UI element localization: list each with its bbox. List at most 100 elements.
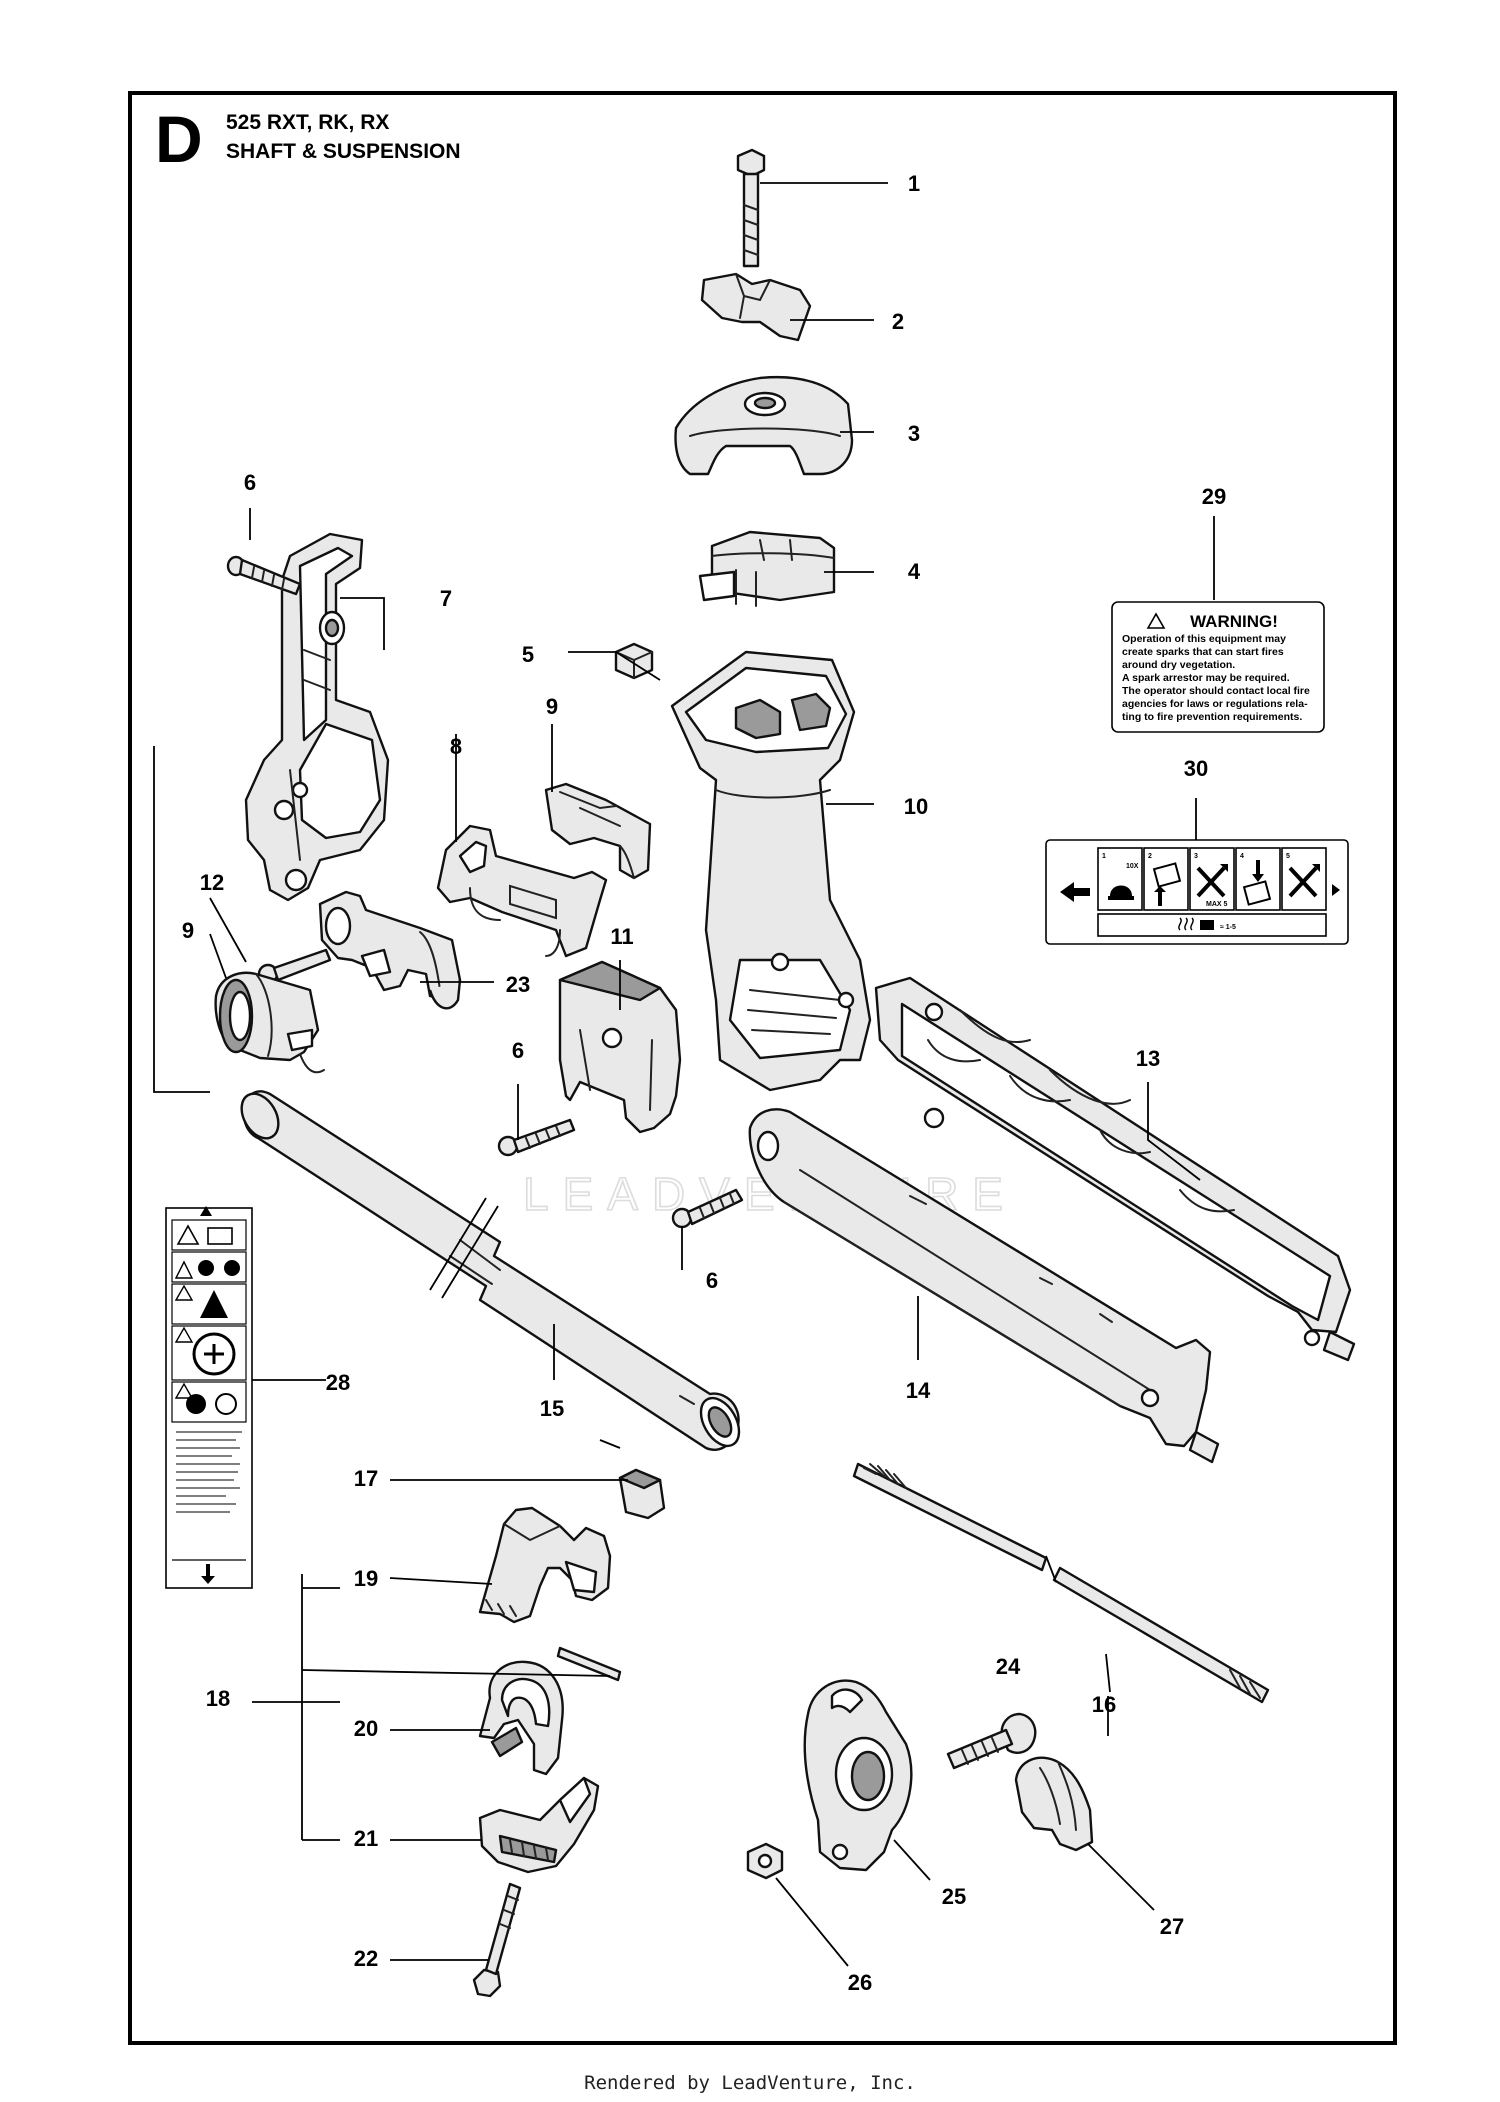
warning-line-2: create sparks that can start fires (1122, 646, 1284, 658)
part-22-bolt (472, 1882, 522, 1998)
part-9-sleeve-bottom (214, 971, 325, 1074)
warning-triangle-icon (174, 1284, 194, 1301)
step-1-note: 10X (1126, 863, 1139, 870)
no-fire-icon (186, 1394, 206, 1414)
model-line: 525 RXT, RK, RX (226, 111, 389, 134)
section-title: SHAFT & SUSPENSION (226, 140, 461, 163)
callout-7: 7 (440, 586, 452, 611)
warning-triangle-icon (174, 1260, 194, 1279)
callout-1: 1 (908, 171, 920, 196)
part-25-clamp (803, 1679, 913, 1872)
warning-title: WARNING! (1190, 612, 1278, 631)
step-3-number: 3 (1194, 853, 1198, 860)
part-11-cover (558, 960, 682, 1134)
callout-10: 10 (904, 794, 928, 819)
callout-15: 15 (540, 1396, 564, 1421)
callout-14: 14 (906, 1378, 931, 1403)
arrow-right-icon (1332, 884, 1340, 896)
choke-off-icon (1242, 860, 1272, 906)
callout-6c: 6 (706, 1268, 718, 1293)
callout-19: 19 (354, 1566, 378, 1591)
part-1-bolt (736, 148, 766, 268)
step-2-number: 2 (1148, 853, 1152, 860)
step-1-number: 1 (1102, 853, 1106, 860)
part-23-clamp (318, 890, 462, 1010)
callout-22: 22 (354, 1946, 378, 1971)
part-9-sleeve-top (544, 782, 652, 880)
callout-8: 8 (450, 734, 462, 759)
callout-13: 13 (1136, 1046, 1160, 1071)
goggles-icon (224, 1260, 240, 1276)
blade-icon (192, 1332, 236, 1376)
choke-icon (1152, 862, 1182, 906)
part-10-housing (670, 650, 872, 1092)
warning-line-5: The operator should contact local fire (1122, 685, 1310, 697)
callout-18: 18 (206, 1686, 230, 1711)
part-27-clip (1014, 1756, 1094, 1852)
footer-credit: Rendered by LeadVenture, Inc. (584, 2072, 916, 2094)
step-4-number: 4 (1240, 853, 1244, 860)
engine-icon (1200, 920, 1214, 930)
part-16-shaft (852, 1462, 1270, 1704)
callout-9b: 9 (182, 918, 194, 943)
callout-29: 29 (1202, 484, 1226, 509)
part-26-nut (746, 1842, 784, 1880)
helmet-icon (198, 1260, 214, 1276)
callout-6b: 6 (512, 1038, 524, 1063)
part-3-cover (674, 376, 854, 476)
callout-11: 11 (610, 924, 633, 949)
pull-cord-icon-1 (1196, 864, 1228, 898)
heat-icon (1178, 917, 1194, 931)
arrow-left-icon (1060, 882, 1090, 902)
callout-12: 12 (200, 870, 224, 895)
info-icon (215, 1393, 237, 1415)
step-5-number: 5 (1286, 853, 1290, 860)
callout-27: 27 (1160, 1914, 1184, 1939)
callout-numbers: 1 2 3 4 5 6 6 6 7 8 9 9 10 11 12 13 14 1… (182, 171, 1226, 1995)
callout-9a: 9 (546, 694, 558, 719)
warning-triangle-icon (176, 1224, 200, 1245)
callout-20: 20 (354, 1716, 378, 1741)
pull-cord-icon-2 (1288, 864, 1320, 898)
part-2-knob (700, 272, 812, 342)
part-24-bolt (946, 1712, 1037, 1770)
part-18-pin (556, 1646, 622, 1682)
part-13-shell (874, 976, 1356, 1362)
warning-line-3: around dry vegetation. (1122, 659, 1235, 671)
callout-26: 26 (848, 1970, 872, 1995)
part-6-screw-top (226, 555, 302, 596)
leader-lines (153, 182, 1215, 1967)
warning-line-7: ting to fire prevention requirements. (1122, 711, 1302, 723)
callout-5: 5 (522, 642, 534, 667)
part-14-shell (748, 1108, 1220, 1464)
section-letter: D (155, 102, 203, 176)
callout-25: 25 (942, 1884, 966, 1909)
thrown-objects-icon (200, 1290, 228, 1318)
callout-6a: 6 (244, 470, 256, 495)
warning-triangle-icon (200, 1206, 212, 1216)
part-6-screw-mid (497, 1118, 576, 1157)
callout-4: 4 (908, 559, 921, 584)
warning-line-4: A spark arrestor may be required. (1122, 672, 1290, 684)
warning-line-6: agencies for laws or regulations rela- (1122, 698, 1308, 710)
arrow-down-icon (201, 1564, 215, 1584)
warning-triangle-icon (1146, 612, 1166, 629)
callout-2: 2 (892, 309, 904, 334)
step-3-note: MAX 5 (1206, 901, 1228, 908)
callout-3: 3 (908, 421, 920, 446)
callout-28: 28 (326, 1370, 350, 1395)
callout-30: 30 (1184, 756, 1208, 781)
part-21-clip (478, 1776, 600, 1874)
primer-bulb-icon (1108, 885, 1134, 900)
callout-23: 23 (506, 972, 530, 997)
part-4-clamp (698, 530, 836, 607)
callout-16: 16 (1092, 1692, 1116, 1717)
callout-24: 24 (996, 1654, 1021, 1679)
part-5-nut (614, 642, 654, 680)
manual-book-icon (207, 1227, 233, 1245)
warning-label-29: WARNING! Operation of this equipment may… (1111, 601, 1325, 733)
callout-21: 21 (354, 1826, 378, 1851)
part-15-tube (240, 1090, 741, 1451)
warning-line-1: Operation of this equipment may (1122, 633, 1286, 645)
